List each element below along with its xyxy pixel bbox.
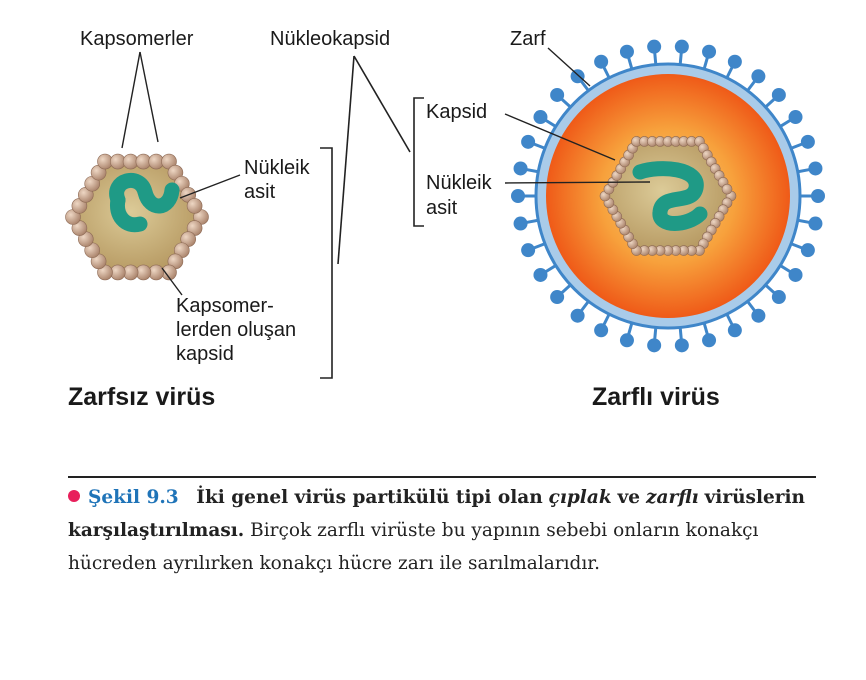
caption-text: Birçok zarflı virüste bu yapının sebebi … [68, 520, 759, 574]
spike-head [594, 54, 609, 69]
spike-head [788, 267, 803, 282]
spike-head [521, 134, 536, 149]
spike-head [788, 110, 803, 125]
title-zarfsiz-virus: Zarfsız virüs [68, 383, 216, 411]
spike-head [702, 44, 717, 59]
label-kapsomerler: Kapsomerler [80, 28, 194, 50]
label-kapsid: Kapsid [426, 101, 488, 123]
spike-head [570, 308, 585, 323]
spike-head [533, 110, 548, 125]
caption-divider [68, 476, 816, 478]
naked-capsomers [65, 153, 209, 281]
spike-head [521, 243, 536, 258]
spike-head [800, 243, 815, 258]
enveloped-virus [511, 39, 825, 353]
label-kapsomerlerden-3: kapsid [176, 343, 234, 365]
virus-diagram [65, 39, 825, 379]
spike-head [594, 323, 609, 338]
figure-caption: Şekil 9.3 İki genel virüs partikülü tipi… [68, 481, 816, 580]
nucleocapsid-bracket [320, 55, 424, 379]
left-pointers [121, 51, 241, 296]
spike-head [800, 134, 815, 149]
naked-nucleic-acid [109, 173, 180, 214]
label-nukleokapsid: Nükleokapsid [270, 28, 391, 50]
spike-head [619, 333, 634, 348]
label-nukleik-asit-right-2: asit [426, 197, 458, 219]
caption-bold-3: virüslerin karşılaştırılması. [68, 487, 805, 541]
label-nukleik-asit-right-1: Nükleik [426, 172, 492, 194]
spike-head [513, 161, 528, 176]
caption-italic-2: zarflı [645, 487, 699, 508]
caption-bold-2: ve [617, 487, 641, 508]
naked-virus [65, 153, 209, 281]
figure-number: Şekil 9.3 [88, 487, 179, 508]
bullet-icon [68, 490, 80, 502]
caption-italic-1: çıplak [548, 487, 612, 508]
spike-head [533, 267, 548, 282]
spike-head [550, 290, 565, 305]
spike-head [702, 333, 717, 348]
spike-head [727, 323, 742, 338]
spike-head [811, 189, 825, 203]
capsomer-bead [721, 183, 733, 195]
enveloped-capsomers [599, 136, 737, 256]
spike-head [751, 308, 766, 323]
spike-head [647, 39, 662, 54]
label-nukleik-asit-left-1: Nükleik [244, 157, 310, 179]
caption-bold-1: İki genel virüs partikülü tipi olan [196, 487, 543, 508]
label-kapsomerlerden-1: Kapsomer- [176, 295, 274, 317]
enveloped-nucleic-acid [632, 161, 708, 231]
capsomer-bead [186, 198, 203, 214]
spike-head [647, 338, 662, 353]
label-nukleik-asit-left-2: asit [244, 181, 276, 203]
spike-head [771, 290, 786, 305]
spike-head [674, 338, 689, 353]
spike-head [511, 189, 525, 203]
spike-head [771, 87, 786, 102]
spike-head [550, 87, 565, 102]
label-kapsomerlerden-2: lerden oluşan [176, 319, 297, 341]
spike-head [727, 54, 742, 69]
spike-head [619, 44, 634, 59]
spike-head [808, 161, 823, 176]
spike-head [513, 216, 528, 231]
spike-head [674, 39, 689, 54]
spike-head [751, 69, 766, 84]
label-zarf: Zarf [510, 28, 546, 50]
title-zarfli-virus: Zarflı virüs [592, 383, 720, 411]
spike-head [808, 216, 823, 231]
spike-head [570, 69, 585, 84]
right-pointers [504, 47, 651, 184]
